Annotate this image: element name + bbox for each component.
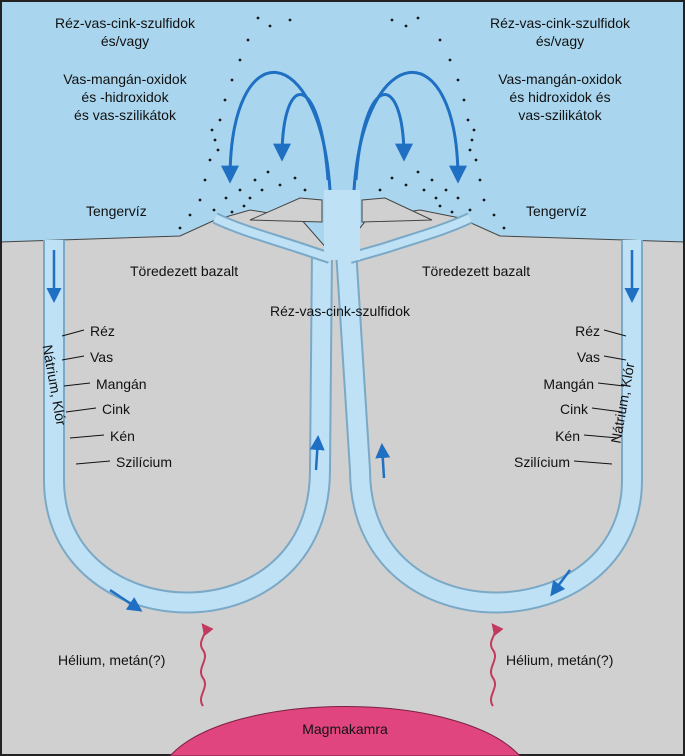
element-label-right-silicon: Szilícium [513, 454, 570, 470]
element-leader-lines [61, 329, 627, 465]
plume-arrow-left-inner [273, 93, 330, 181]
right-andor-label: és/vagy [535, 33, 585, 49]
left-oxide-label-3: és vas-szilikátok [74, 107, 176, 123]
element-label-left-sulfur: Kén [110, 428, 135, 444]
vent-chimney [324, 190, 360, 260]
plume-arrow-right-inner [354, 93, 413, 181]
element-label-right-sulfur: Kén [555, 428, 580, 444]
right-oxide-label-3: vas-szilikátok [518, 107, 602, 123]
left-oxide-label-2: és -hidroxidok [81, 89, 169, 105]
heat-arrow-left [200, 623, 214, 707]
right-oxide-label-2: és hidroxidok és [509, 89, 611, 105]
right-oxide-label-1: Vas-mangán-oxidok [498, 71, 622, 87]
magma-chamber [169, 706, 521, 756]
center-sulfide-label: Réz-vas-cink-szulfidok [269, 303, 411, 319]
element-label-right-zinc: Cink [559, 401, 588, 417]
element-label-left-zinc: Cink [102, 401, 131, 417]
left-sulfide-label: Réz-vas-cink-szulfidok [54, 15, 196, 31]
helium-methane-label-left: Hélium, metán(?) [58, 652, 166, 668]
element-label-left-manganese: Mangán [96, 376, 147, 392]
helium-methane-label-right: Hélium, metán(?) [506, 652, 614, 668]
element-label-left-iron: Vas [90, 349, 114, 365]
flow-arrow-left-curve [109, 588, 143, 612]
flow-arrow-right-curve [550, 569, 571, 597]
heat-arrow-right [490, 623, 504, 707]
left-oxide-label-1: Vas-mangán-oxidok [63, 71, 187, 87]
element-label-left-copper: Réz [90, 323, 115, 339]
precipitate-particles [178, 16, 506, 230]
magma-chamber-label: Magmakamra [302, 721, 388, 737]
basalt-label-right: Töredezett bazalt [422, 263, 531, 279]
seawater-label-left: Tengervíz [86, 203, 147, 219]
right-sulfide-label: Réz-vas-cink-szulfidok [489, 15, 631, 31]
flow-arrow-left-up [309, 435, 325, 471]
element-label-right-copper: Réz [575, 323, 600, 339]
element-label-right-manganese: Mangán [543, 376, 594, 392]
left-andor-label: és/vagy [100, 33, 150, 49]
seawater-label-right: Tengervíz [526, 203, 587, 219]
flow-arrow-right-up [375, 443, 391, 479]
element-label-right-iron: Vas [576, 349, 600, 365]
basalt-label-left: Töredezett bazalt [130, 263, 239, 279]
element-label-left-silicon: Szilícium [116, 454, 173, 470]
